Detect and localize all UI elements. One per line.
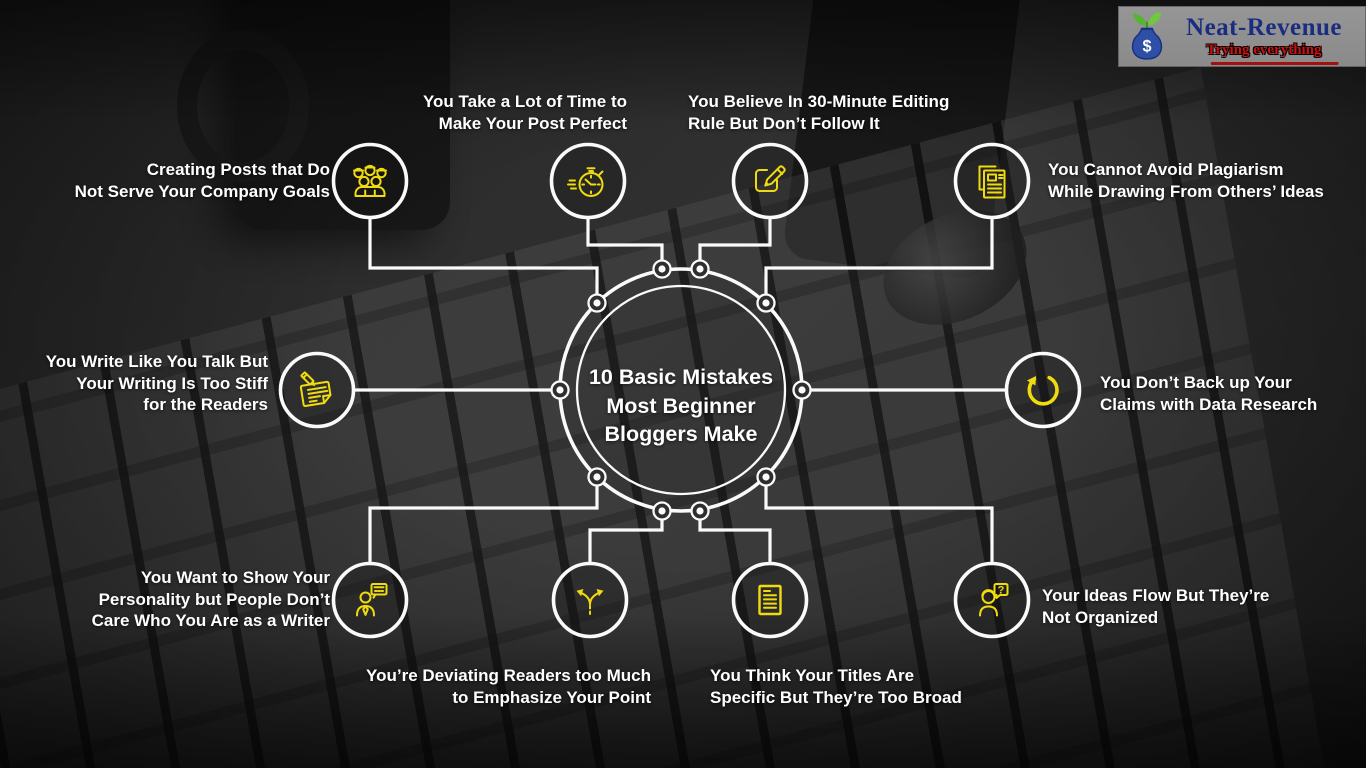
label-creating-posts: Creating Posts that Do Not Serve Your Co… <box>75 159 330 202</box>
label-line: Not Organized <box>1042 607 1159 627</box>
undo-arrow-icon <box>1027 375 1059 406</box>
brand-name: Neat-Revenue <box>1186 14 1342 41</box>
note-pencil-icon <box>299 371 332 408</box>
label-line: While Drawing From Others’ Ideas <box>1048 181 1324 201</box>
dollar-glyph: $ <box>1142 37 1151 55</box>
label-line: You Don’t Back up Your <box>1100 373 1292 392</box>
connector-rings <box>550 259 812 521</box>
brand-underline <box>1210 62 1339 65</box>
label-line: Your Writing Is Too Stiff <box>76 373 268 393</box>
center-title: 10 Basic Mistakes Most Beginner Bloggers… <box>556 363 806 449</box>
label-line: Rule But Don’t Follow It <box>688 113 880 133</box>
label-line: You Take a Lot of Time to <box>422 92 627 111</box>
label-deviating-readers: You’re Deviating Readers too Much to Emp… <box>366 665 651 708</box>
label-line: Not Serve Your Company Goals <box>74 181 330 201</box>
label-line: for the Readers <box>143 395 268 414</box>
connector-bottom-right <box>764 485 994 564</box>
brand-tagline: Trying everything <box>1206 42 1322 58</box>
label-line: You Believe In 30-Minute Editing <box>688 92 950 111</box>
center-inner-circle <box>575 284 787 496</box>
brand-logo: $ Neat-Revenue Trying everything <box>1118 6 1366 67</box>
label-plagiarism: You Cannot Avoid Plagiarism While Drawin… <box>1048 159 1324 202</box>
team-icon <box>353 164 387 197</box>
connector-top-right <box>764 217 994 294</box>
presenter-icon <box>356 583 388 617</box>
connector-top-left <box>368 217 599 294</box>
connector-top-mid-right <box>698 217 772 261</box>
center-title-line: Bloggers Make <box>604 422 758 446</box>
label-line: You Think Your Titles Are <box>710 666 915 685</box>
connector-top-mid-left <box>586 217 664 261</box>
money-bag-plant-icon: $ <box>1131 11 1163 60</box>
stopwatch-icon <box>567 167 604 197</box>
node-circle-question <box>953 561 1031 639</box>
label-line: Your Ideas Flow But They’re <box>1042 586 1270 605</box>
label-line: Claims with Data Research <box>1100 394 1318 414</box>
label-show-personality: You Want to Show Your Personality but Pe… <box>92 567 330 632</box>
label-line: Care Who You Are as a Writer <box>91 611 330 630</box>
label-titles-too-broad: You Think Your Titles Are Specific But T… <box>710 665 962 708</box>
label-line: Specific But They’re Too Broad <box>710 687 962 707</box>
diverging-arrows-icon <box>576 589 604 615</box>
label-editing-rule: You Believe In 30-Minute Editing Rule Bu… <box>688 91 949 134</box>
label-line: You Cannot Avoid Plagiarism <box>1048 160 1284 179</box>
brand-text-block: Neat-Revenue Trying everything <box>1168 14 1366 65</box>
label-write-like-talk: You Write Like You Talk But Your Writing… <box>46 351 268 416</box>
label-line: Make Your Post Perfect <box>438 113 627 133</box>
label-ideas-not-organized: Your Ideas Flow But They’re Not Organize… <box>1042 585 1269 628</box>
node-circle-edit <box>731 142 809 220</box>
question-mark-glyph: ? <box>998 585 1005 597</box>
label-line: You Want to Show Your <box>140 568 330 587</box>
label-line: You Write Like You Talk But <box>45 352 268 371</box>
center-title-line: Most Beginner <box>606 393 756 418</box>
label-line: Creating Posts that Do <box>146 160 330 179</box>
question-person-icon: ? <box>979 583 1009 617</box>
label-line: to Emphasize Your Point <box>452 687 651 707</box>
node-circle-note-pencil <box>278 351 356 429</box>
center-title-line: 10 Basic Mistakes <box>588 365 774 389</box>
label-line: You’re Deviating Readers too Much <box>366 666 651 685</box>
label-line: Personality but People Don’t <box>98 589 330 609</box>
edit-icon <box>755 165 786 192</box>
node-circle-undo <box>1004 351 1082 429</box>
connector-bottom-left <box>368 485 599 564</box>
connector-bottom-mid-left <box>588 519 664 564</box>
node-circle-team <box>331 142 409 220</box>
label-data-research: You Don’t Back up Your Claims with Data … <box>1100 372 1317 415</box>
document-lines-icon <box>758 584 782 616</box>
label-time-post-perfect: You Take a Lot of Time to Make Your Post… <box>423 91 627 134</box>
documents-icon <box>978 165 1006 199</box>
connector-bottom-mid-right <box>698 519 772 564</box>
